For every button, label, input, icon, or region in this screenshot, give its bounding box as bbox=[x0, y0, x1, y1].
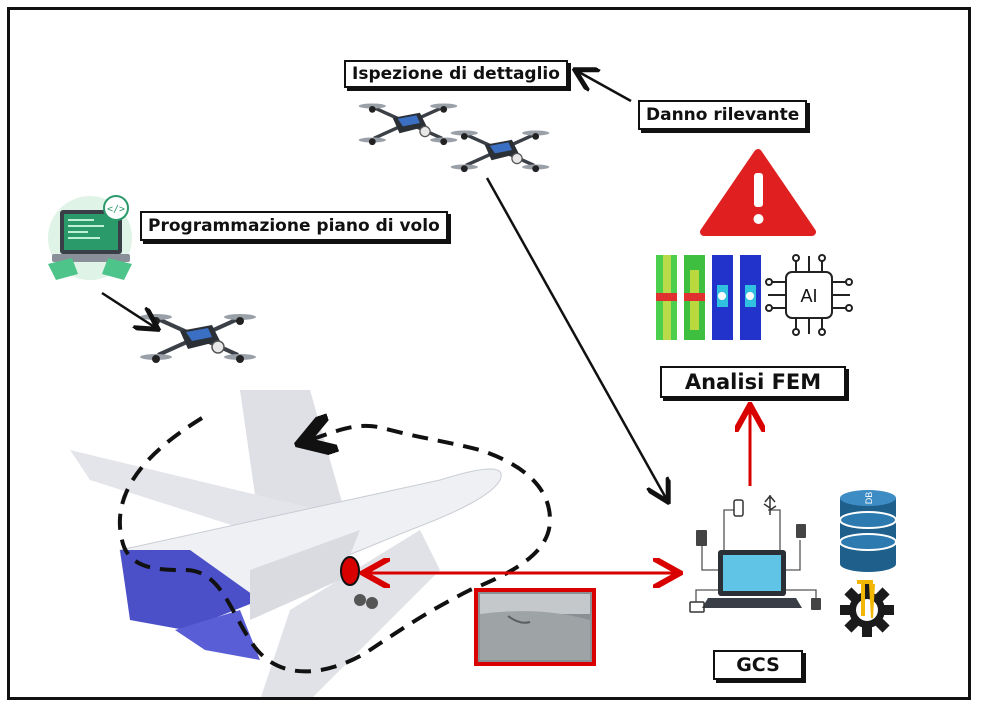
damage-photo bbox=[474, 588, 596, 666]
ai-chip-icon bbox=[765, 254, 853, 336]
flight-path bbox=[117, 418, 553, 674]
drone-icon bbox=[449, 128, 551, 174]
svg-text:</>: </> bbox=[107, 204, 125, 215]
arrow-plan-to-drone bbox=[101, 291, 156, 328]
label-inspection: Ispezione di dettaglio bbox=[344, 60, 568, 88]
damage-marker bbox=[340, 556, 360, 586]
arrow-drone-to-gcs bbox=[485, 177, 667, 500]
label-flight-plan: Programmazione piano di volo bbox=[140, 211, 448, 241]
label-gcs: GCS bbox=[713, 650, 803, 680]
warning-icon bbox=[700, 149, 816, 236]
drone-icon bbox=[138, 312, 258, 365]
fem-plot-icon bbox=[656, 255, 761, 340]
database-icon bbox=[839, 490, 897, 572]
airplane bbox=[70, 390, 502, 697]
label-relevant-damage: Danno rilevante bbox=[638, 100, 808, 130]
diagram-canvas: </> AI bbox=[48, 10, 897, 697]
gear-tools-icon bbox=[840, 580, 894, 637]
ai-chip-label: AI bbox=[800, 286, 817, 306]
diagram-frame: </> AI bbox=[7, 7, 971, 700]
arrow-damage-to-inspection bbox=[577, 71, 632, 103]
database-label: DB bbox=[864, 492, 874, 505]
gcs-laptop-icon bbox=[689, 494, 821, 613]
label-fem-analysis: Analisi FEM bbox=[660, 366, 846, 398]
flight-plan-laptop-icon: </> bbox=[48, 195, 132, 280]
drone-icon bbox=[357, 101, 459, 147]
